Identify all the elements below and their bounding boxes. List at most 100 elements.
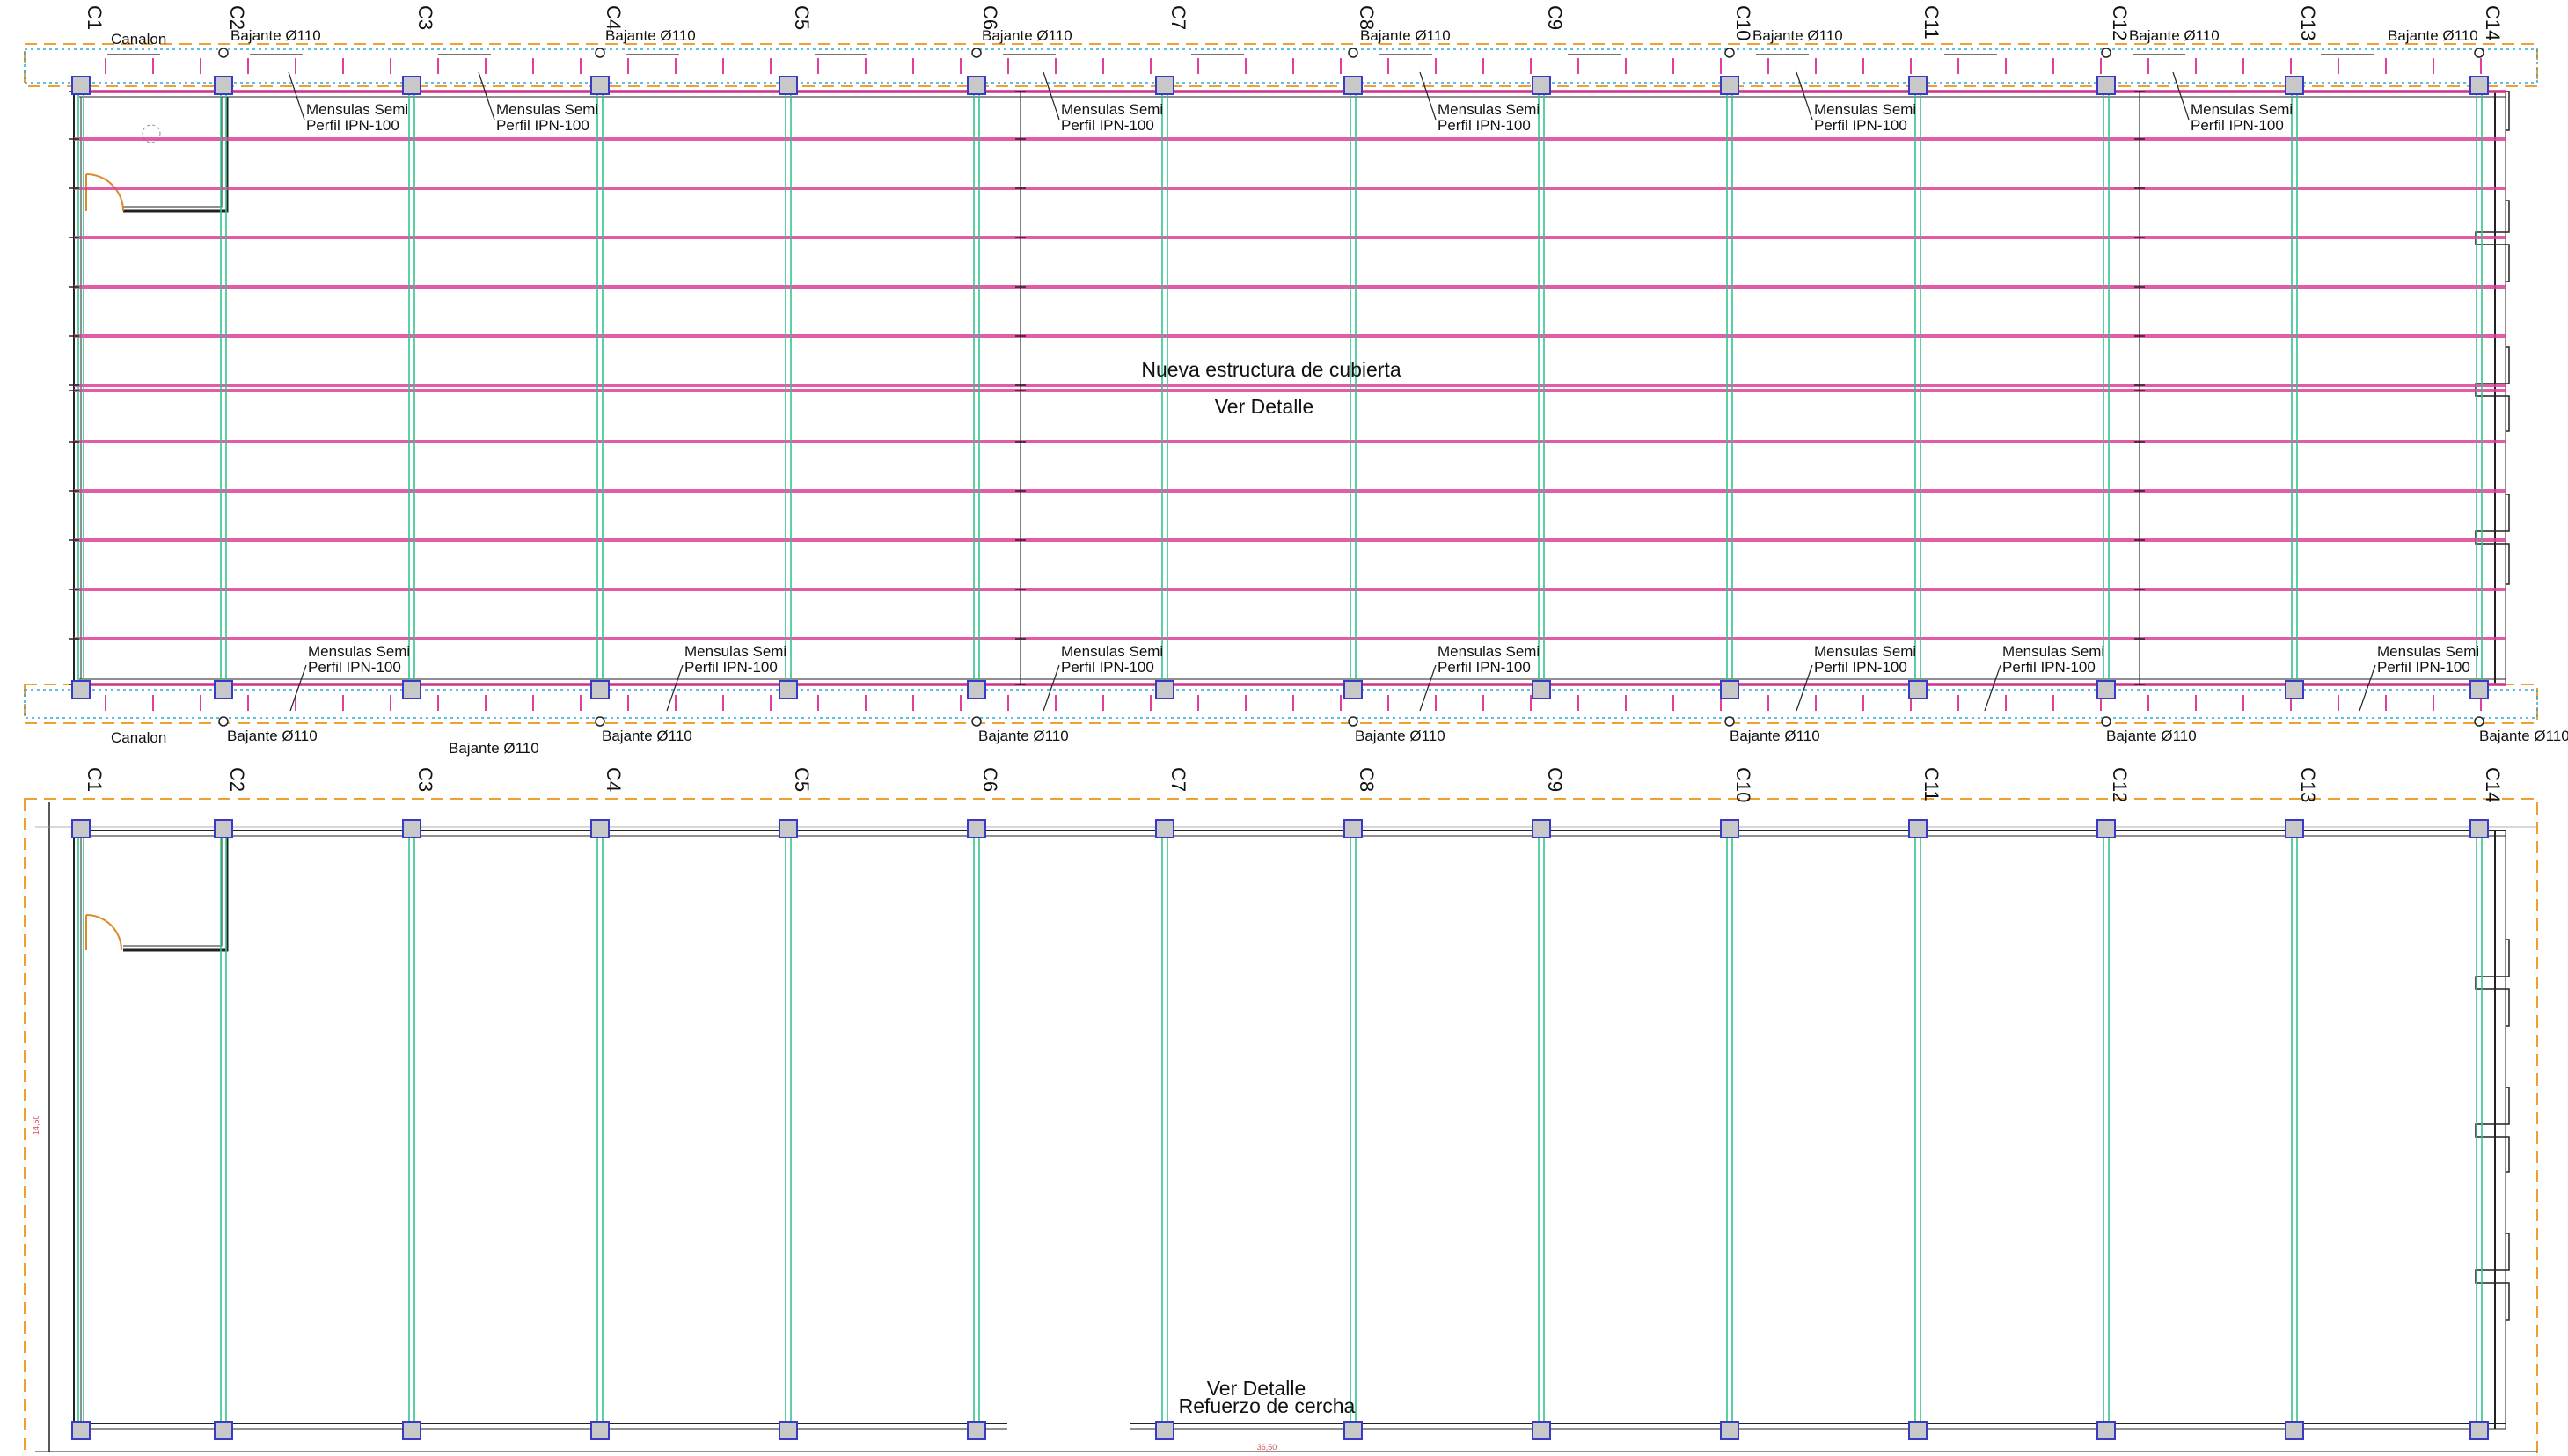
- column-pier: [2285, 1421, 2304, 1440]
- bracket-note: Perfil IPN-100: [2002, 659, 2096, 676]
- truss-reinforcement-note: Refuerzo de cercha: [1179, 1394, 1356, 1417]
- downpipe-icon: [595, 716, 605, 727]
- column-pier: [2469, 819, 2489, 838]
- column-label-bottom: C11: [1921, 767, 1942, 801]
- downpipe-label: Bajante Ø110: [1360, 27, 1451, 44]
- column-pier: [2096, 680, 2116, 699]
- column-pier: [402, 680, 421, 699]
- column-label-top: C3: [414, 5, 436, 30]
- downpipe-label: Bajante Ø110: [230, 27, 321, 44]
- plan-frames: [24, 43, 2538, 1456]
- column-label-bottom: C1: [84, 767, 106, 792]
- column-label-bottom: C14: [2482, 767, 2504, 802]
- column-pier: [1908, 819, 1928, 838]
- column-pier: [590, 680, 610, 699]
- column-pier: [590, 819, 610, 838]
- column-pier: [1155, 1421, 1174, 1440]
- downpipe-label: Bajante Ø110: [602, 728, 692, 744]
- door-swing-icon: [85, 173, 124, 212]
- column-label-bottom: C13: [2297, 767, 2319, 802]
- column-pier: [1720, 680, 1739, 699]
- bracket-note: Mensulas Semi: [1438, 643, 1540, 660]
- column-pier: [71, 680, 91, 699]
- column-label-bottom: C8: [1356, 767, 1378, 792]
- gutter-label-top: Canalon: [111, 31, 166, 48]
- column-pier: [1343, 1421, 1363, 1440]
- bracket-note: Perfil IPN-100: [1438, 117, 1531, 134]
- column-pier: [2285, 819, 2304, 838]
- column-pier: [214, 1421, 233, 1440]
- see-detail-note-bottom: Ver Detalle: [1207, 1377, 1306, 1400]
- top-gutter-dotted: [24, 48, 2538, 84]
- column-pier: [2469, 1421, 2489, 1440]
- downpipe-icon: [218, 48, 229, 58]
- column-pier: [967, 1421, 986, 1440]
- bracket-note: Mensulas Semi: [1438, 101, 1540, 118]
- bracket-note: Perfil IPN-100: [1061, 117, 1154, 134]
- column-pier: [1532, 680, 1551, 699]
- bracket-note: Mensulas Semi: [1061, 643, 1163, 660]
- column-pier: [1908, 680, 1928, 699]
- bottom-plan-outline: [24, 798, 2538, 1456]
- leader-line: [2359, 664, 2376, 712]
- column-pier: [214, 76, 233, 95]
- leader-line: [1043, 71, 1060, 121]
- column-pier: [1155, 680, 1174, 699]
- leader-line: [2172, 71, 2190, 121]
- column-pier: [1720, 76, 1739, 95]
- downpipe-label: Bajante Ø110: [2479, 728, 2568, 744]
- bracket-note: Mensulas Semi: [1814, 101, 1916, 118]
- downpipe-label: Bajante Ø110: [227, 728, 318, 744]
- bracket-note: Perfil IPN-100: [306, 117, 399, 134]
- column-pier: [1908, 1421, 1928, 1440]
- column-pier: [967, 76, 986, 95]
- column-pier: [402, 819, 421, 838]
- top-gutter-outline: [24, 43, 2538, 87]
- downpipe-label: Bajante Ø110: [1355, 728, 1445, 744]
- column-label-top: C7: [1167, 5, 1189, 30]
- downpipe-icon: [2474, 48, 2484, 58]
- column-pier: [214, 680, 233, 699]
- column-label-top: C9: [1544, 5, 1566, 30]
- column-label-top: C2: [226, 5, 248, 30]
- bracket-note: Mensulas Semi: [1814, 643, 1916, 660]
- column-label-top: C13: [2297, 5, 2319, 40]
- column-group: [71, 48, 2489, 1440]
- column-label-bottom: C3: [414, 767, 436, 792]
- column-label-bottom: C2: [226, 767, 248, 792]
- leader-line: [1796, 664, 1813, 712]
- column-label-bottom: C7: [1167, 767, 1189, 792]
- door-swing-icon: [85, 914, 122, 951]
- column-pier: [590, 76, 610, 95]
- column-label-bottom: C5: [791, 767, 813, 792]
- downpipe-icon: [1348, 48, 1358, 58]
- bracket-note: Perfil IPN-100: [1814, 659, 1907, 676]
- column-pier: [214, 819, 233, 838]
- column-label-bottom: C10: [1732, 767, 1754, 802]
- gutter-label-bottom: Canalon: [111, 729, 166, 746]
- column-pier: [71, 819, 91, 838]
- column-label-top: C10: [1732, 5, 1754, 40]
- column-pier: [1343, 680, 1363, 699]
- bracket-note: Mensulas Semi: [496, 101, 598, 118]
- bracket-note: Perfil IPN-100: [1814, 117, 1907, 134]
- column-pier: [2285, 76, 2304, 95]
- column-pier: [1343, 76, 1363, 95]
- column-pier: [2096, 1421, 2116, 1440]
- downpipe-label: Bajante Ø110: [2129, 27, 2220, 44]
- column-pier: [1532, 819, 1551, 838]
- column-pier: [1908, 76, 1928, 95]
- downpipe-icon: [1724, 48, 1735, 58]
- leader-line: [1043, 664, 1060, 712]
- downpipe-label: Bajante Ø110: [1730, 728, 1820, 744]
- column-pier: [71, 76, 91, 95]
- column-label-bottom: C12: [2109, 767, 2131, 802]
- column-pier: [2469, 680, 2489, 699]
- roof-structure-note: Nueva estructura de cubierta: [1141, 358, 1401, 381]
- leader-line: [1796, 71, 1813, 121]
- see-detail-note: Ver Detalle: [1215, 395, 1314, 418]
- bracket-note: Perfil IPN-100: [496, 117, 589, 134]
- dimension-tick-group: [69, 54, 2482, 711]
- bottom-gutter-dotted: [24, 689, 2538, 719]
